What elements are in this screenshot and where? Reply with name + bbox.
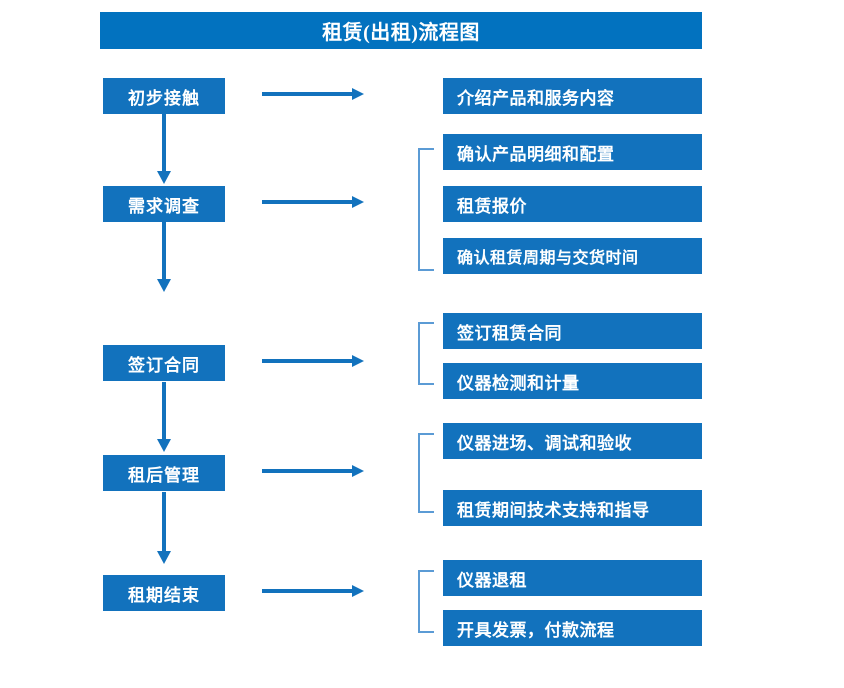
- vertical-arrow-3: [157, 382, 171, 452]
- detail-box-5-1[interactable]: 仪器退租: [443, 560, 702, 596]
- detail-box-3-2[interactable]: 仪器检测和计量: [443, 363, 702, 399]
- stage-box-4[interactable]: 租后管理: [103, 455, 225, 491]
- horizontal-arrow-2: [262, 196, 364, 208]
- detail-box-2-2[interactable]: 租赁报价: [443, 186, 702, 222]
- detail-box-2-3[interactable]: 确认租赁周期与交货时间: [443, 238, 702, 274]
- group-bracket-5: [418, 570, 434, 633]
- detail-box-2-1[interactable]: 确认产品明细和配置: [443, 134, 702, 170]
- detail-box-3-1[interactable]: 签订租赁合同: [443, 313, 702, 349]
- horizontal-arrow-3: [262, 355, 364, 367]
- detail-box-4-2[interactable]: 租赁期间技术支持和指导: [443, 490, 702, 526]
- vertical-arrow-4: [157, 492, 171, 564]
- group-bracket-4: [418, 433, 434, 513]
- group-bracket-3: [418, 322, 434, 385]
- vertical-arrow-2: [157, 222, 171, 292]
- stage-box-3[interactable]: 签订合同: [103, 345, 225, 381]
- vertical-arrow-1: [157, 114, 171, 184]
- horizontal-arrow-5: [262, 585, 364, 597]
- stage-box-2[interactable]: 需求调查: [103, 186, 225, 222]
- horizontal-arrow-1: [262, 88, 364, 100]
- horizontal-arrow-4: [262, 465, 364, 477]
- stage-box-1[interactable]: 初步接触: [103, 78, 225, 114]
- detail-box-1-1[interactable]: 介绍产品和服务内容: [443, 78, 702, 114]
- diagram-title: 租赁(出租)流程图: [100, 12, 702, 49]
- group-bracket-2: [418, 148, 434, 271]
- stage-box-5[interactable]: 租期结束: [103, 575, 225, 611]
- detail-box-5-2[interactable]: 开具发票，付款流程: [443, 610, 702, 646]
- detail-box-4-1[interactable]: 仪器进场、调试和验收: [443, 423, 702, 459]
